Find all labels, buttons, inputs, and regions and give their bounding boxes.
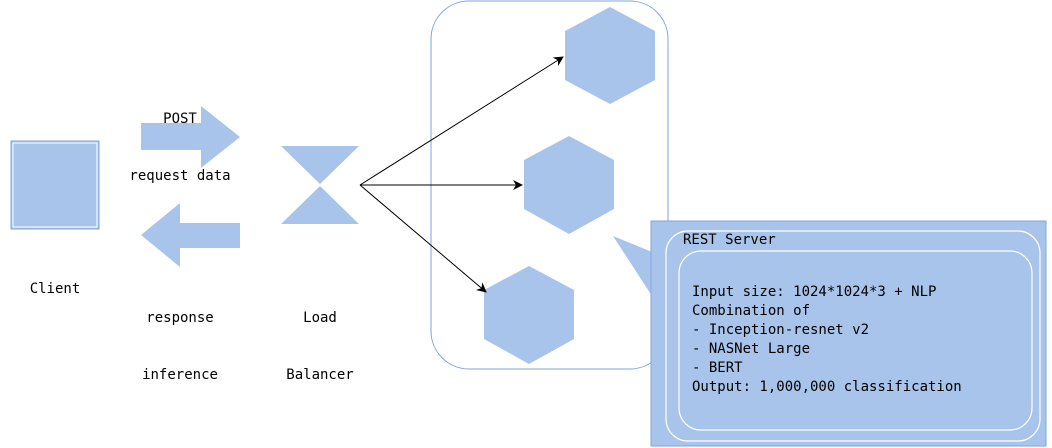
callout-border-outer (665, 230, 1041, 442)
detail-line: Combination of (692, 303, 811, 319)
detail-line: - Inception-resnet v2 (692, 322, 870, 338)
request-label-line1: POST (163, 111, 197, 127)
load-balancer-bottom (281, 186, 359, 224)
request-arrow-label: POST request data (110, 72, 250, 205)
load-balancer-top (281, 146, 359, 184)
connector-to-server-3 (359, 184, 487, 293)
rest-server-details: Input size: 1024*1024*3 + NLP Combinatio… (692, 283, 962, 397)
response-label-line2: inference (142, 367, 218, 383)
server-node-3 (484, 266, 574, 364)
load-balancer-label-line2: Balancer (286, 367, 354, 383)
client-label: Client (29, 281, 81, 297)
client-box-inner (12, 142, 98, 228)
detail-line: - NASNet Large (692, 341, 811, 357)
request-label-line2: request data (129, 168, 231, 184)
detail-line: Input size: 1024*1024*3 + NLP (692, 284, 937, 300)
rest-server-title: REST Server (683, 232, 776, 248)
server-node-2 (524, 136, 614, 234)
server-node-1 (565, 7, 655, 104)
response-arrow (141, 203, 240, 267)
load-balancer-label-line1: Load (303, 310, 337, 326)
client-box (10, 140, 100, 230)
detail-line: - BERT (692, 360, 743, 376)
detail-line: Output: 1,000,000 classification (692, 379, 962, 395)
rest-server-callout (650, 220, 1047, 447)
callout-pointer (613, 236, 652, 296)
response-label-line1: response (146, 310, 214, 326)
callout-border-inner (678, 250, 1033, 431)
request-arrow (141, 106, 240, 168)
response-arrow-label: response inference (110, 271, 250, 404)
load-balancer-label: Load Balancer (270, 271, 370, 404)
connector-to-server-1 (359, 56, 564, 186)
